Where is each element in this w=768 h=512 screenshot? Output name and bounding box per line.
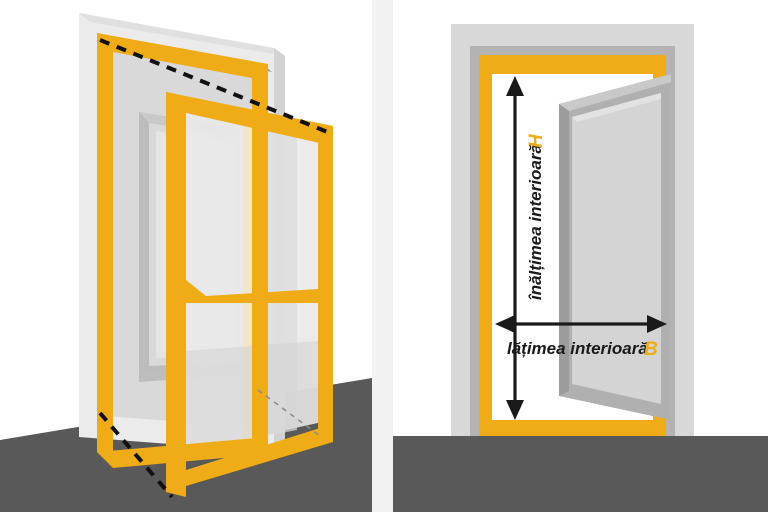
height-label-key: H: [526, 133, 547, 148]
width-arrowhead-left: [495, 315, 515, 333]
width-label-key: B: [644, 339, 658, 360]
yellow-outer-right-stile: [252, 62, 268, 454]
sash-glass-lower-reflection: [172, 340, 331, 455]
height-arrowhead-bottom: [506, 400, 524, 420]
width-label-group: lățimea interioară B: [507, 339, 658, 360]
yellow-sash-hinge-stile: [166, 92, 186, 497]
dashed-guide-top: [99, 38, 331, 135]
yellow-outer-top-rail: [97, 33, 268, 81]
width-label-text: lățimea interioară: [507, 339, 648, 358]
door-leaf-panel: [572, 93, 661, 404]
dashed-guide-bottom-left: [98, 411, 174, 499]
yellow-sash-far-stile: [318, 124, 333, 442]
yellow-sash-top-joint: [166, 92, 186, 113]
yellow-sash-transom-bar: [186, 280, 318, 303]
yellow-outer-left-stile: [97, 33, 113, 458]
height-label-group: înălțimea interioară H: [526, 133, 547, 300]
left-window-illustration: [0, 0, 372, 512]
panel-divider: [372, 0, 393, 512]
height-arrowhead-top: [506, 76, 524, 96]
height-label-text: înălțimea interioară: [526, 144, 545, 300]
door-leaf-top-bevel: [559, 74, 671, 111]
floor-surface-right: [393, 436, 768, 512]
width-dimension-arrow: [495, 315, 667, 333]
right-opening-illustration: înălțimea interioară H lățimea interioar…: [393, 0, 768, 512]
height-dimension-arrow: [506, 76, 524, 420]
dashed-guide-bottom-faint: [257, 389, 321, 437]
yellow-sash-bottom-rail: [166, 424, 333, 492]
width-arrowhead-right: [647, 315, 667, 333]
panel-left-perspective-window: [0, 0, 372, 512]
yellow-sash-top-rail: [166, 92, 333, 146]
wall-reveal-top: [79, 13, 285, 56]
panel-right-front-view: înălțimea interioară H lățimea interioar…: [393, 0, 768, 512]
door-leaf-panel-highlight: [572, 93, 661, 122]
